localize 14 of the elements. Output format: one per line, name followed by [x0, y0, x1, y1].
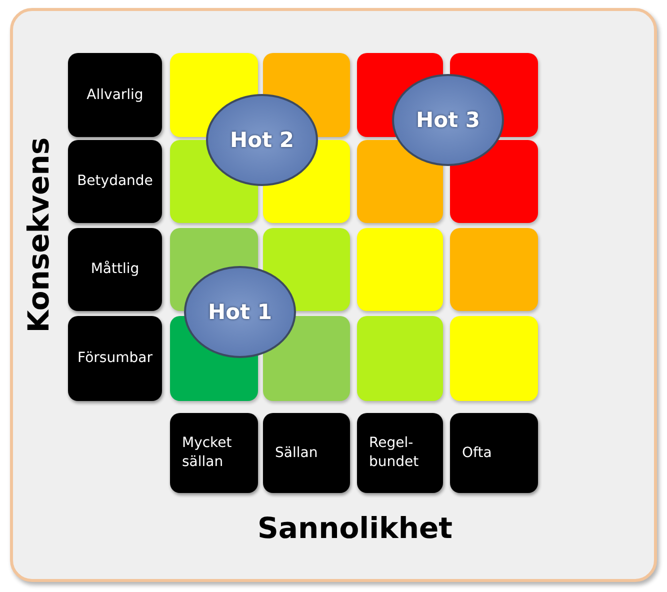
risk-cell [450, 228, 538, 311]
row-label: Måttlig [68, 228, 162, 311]
row-label: Allvarlig [68, 53, 162, 137]
axis-title: Sannolikhet [258, 511, 453, 545]
risk-cell [357, 316, 443, 401]
column-label: Regel- bundet [357, 413, 443, 493]
risk-cell [450, 316, 538, 401]
column-label: Ofta [450, 413, 538, 493]
axis-title: Konsekvens [21, 137, 56, 333]
column-label: Sällan [263, 413, 350, 493]
risk-cell [357, 228, 443, 311]
row-label: Betydande [68, 140, 162, 223]
row-label: Försumbar [68, 316, 162, 401]
column-label: Mycket sällan [170, 413, 258, 493]
